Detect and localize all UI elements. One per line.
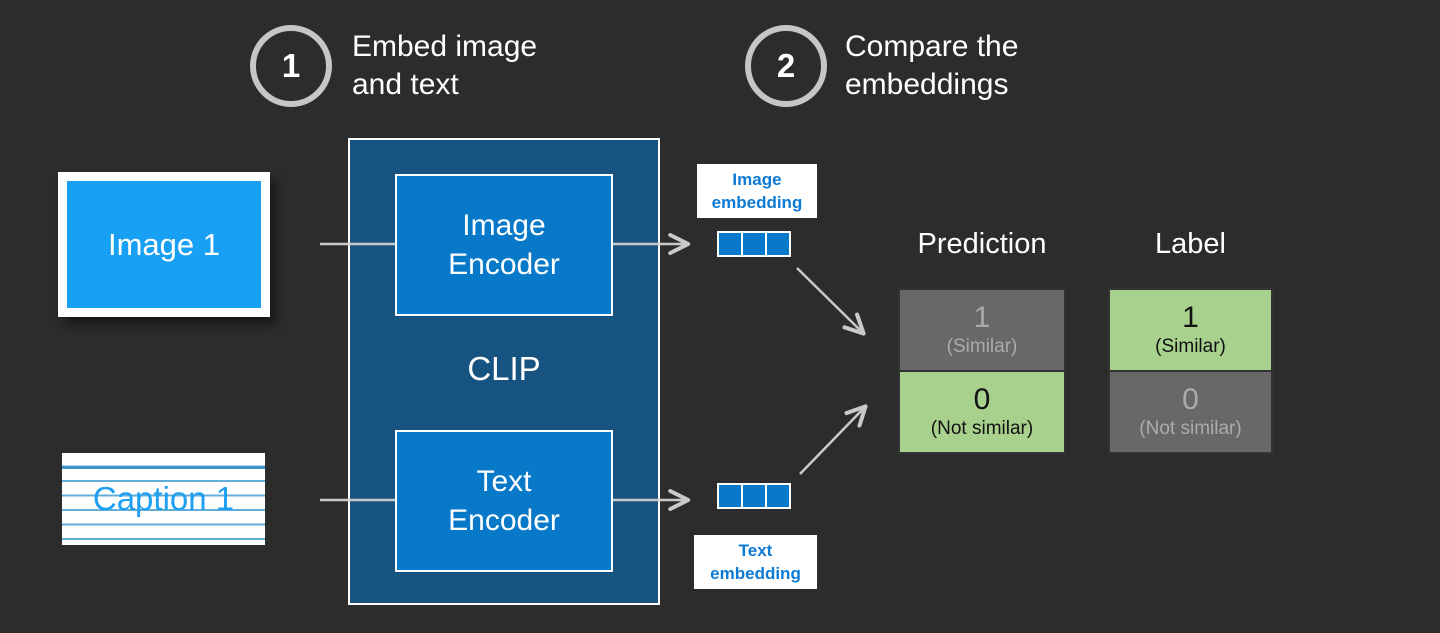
step-1-label-line1: Embed image (352, 30, 538, 63)
text-embedding-label-line2: embedding (710, 564, 801, 583)
label-caption-similar: (Similar) (1155, 336, 1226, 357)
label-cell-similar: 1 (Similar) (1108, 288, 1273, 372)
clip-title: CLIP (467, 350, 541, 387)
prediction-value-0: 0 (973, 383, 991, 416)
step-1-number: 1 (281, 47, 301, 84)
step-1-label: Embed image and text (352, 28, 537, 104)
prediction-cell-similar: 1 (Similar) (898, 288, 1066, 372)
text-encoder-box: Text Encoder (395, 430, 613, 572)
label-table: 1 (Similar) 0 (Not similar) (1108, 288, 1273, 454)
image-embedding-cell (719, 233, 741, 255)
prediction-table: 1 (Similar) 0 (Not similar) (898, 288, 1066, 454)
text-embedding-cell (719, 485, 741, 507)
prediction-header: Prediction (917, 228, 1047, 260)
image-embedding-label: Image embedding (697, 164, 817, 218)
label-value-0: 0 (1182, 383, 1199, 416)
image-embedding-cell (743, 233, 765, 255)
step-2-number: 2 (776, 47, 796, 84)
label-header: Label (1155, 228, 1226, 260)
label-caption-not-similar: (Not similar) (1139, 418, 1242, 439)
image-encoder-box: Image Encoder (395, 174, 613, 316)
prediction-value-1: 1 (973, 301, 991, 334)
label-cell-not-similar: 0 (Not similar) (1108, 370, 1273, 454)
text-embedding-cell (743, 485, 765, 507)
image-input-card: Image 1 (58, 172, 270, 317)
arrow-image-embedding-to-prediction-icon (796, 267, 866, 336)
prediction-caption-not-similar: (Not similar) (930, 418, 1034, 439)
step-1-badge: 1 (250, 25, 332, 107)
prediction-caption-similar: (Similar) (946, 336, 1018, 357)
image-input-photo: Image 1 (67, 181, 261, 308)
image-embedding-vector (717, 231, 791, 257)
arrow-text-embedding-to-prediction-icon (799, 404, 868, 475)
text-embedding-vector (717, 483, 791, 509)
step-2-label-line1: Compare the (845, 30, 1019, 63)
text-embedding-label: Text embedding (694, 535, 817, 589)
text-encoder-label: Text Encoder (448, 462, 560, 540)
caption-input-label: Caption 1 (92, 480, 235, 517)
text-embedding-cell (767, 485, 789, 507)
image-embedding-cell (767, 233, 789, 255)
text-encoder-line2: Encoder (448, 504, 560, 537)
image-encoder-label: Image Encoder (448, 206, 560, 284)
step-2-label-line2: embeddings (845, 68, 1009, 101)
image-embedding-label-line2: embedding (711, 193, 803, 212)
image-encoder-line2: Encoder (448, 248, 560, 281)
image-input-label: Image 1 (107, 226, 220, 262)
prediction-cell-not-similar: 0 (Not similar) (898, 370, 1066, 454)
label-value-1: 1 (1182, 301, 1199, 334)
image-embedding-label-line1: Image (732, 170, 782, 189)
text-embedding-label-line1: Text (738, 541, 773, 560)
text-encoder-line1: Text (476, 465, 532, 498)
caption-input-card: Caption 1 (62, 453, 265, 545)
step-2-badge: 2 (745, 25, 827, 107)
step-2-label: Compare the embeddings (845, 28, 1018, 104)
step-1-label-line2: and text (352, 68, 459, 101)
image-encoder-line1: Image (462, 209, 546, 242)
